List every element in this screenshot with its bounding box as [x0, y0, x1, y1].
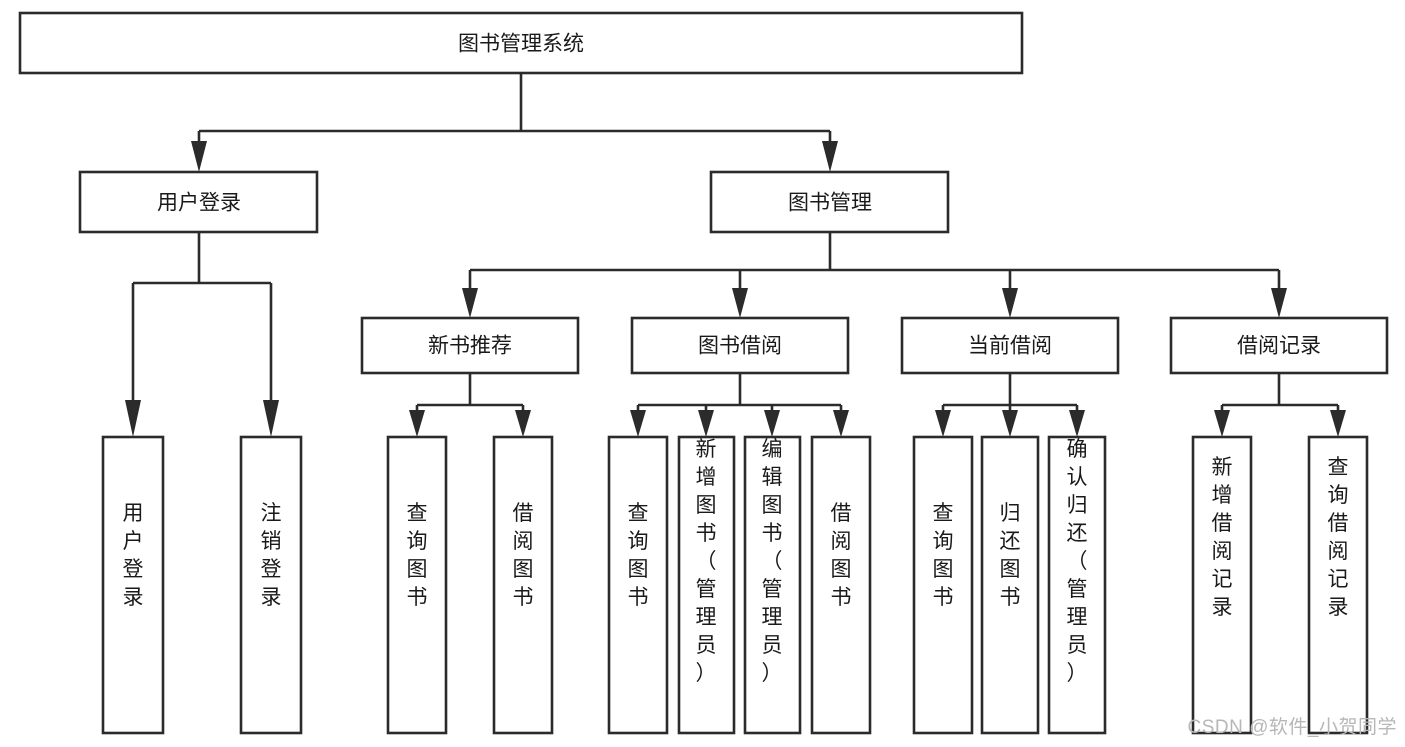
leaf-node[interactable]: 查询借阅记录 [1307, 435, 1369, 735]
borrow-record-box[interactable] [1169, 316, 1389, 375]
book-borrow-box[interactable] [630, 316, 850, 375]
leaf-box-recommend-borrow-book[interactable] [492, 435, 554, 735]
leaf-box-borrow-add-book[interactable] [677, 435, 736, 735]
leaf-box-borrow-edit-book[interactable] [743, 435, 802, 735]
leaf-box-current-confirm-return[interactable] [1047, 435, 1107, 735]
leaf-box-current-return-book[interactable] [980, 435, 1040, 735]
leaf-label-recommend-borrow-book: 借阅图书 [513, 502, 534, 609]
leaf-box-record-query[interactable] [1307, 435, 1369, 735]
leaf-node[interactable]: 查询图书 [912, 435, 974, 735]
leaf-label-borrow-edit-book: 编辑图书（管理员） [762, 438, 783, 685]
leaf-box-logout[interactable] [239, 435, 303, 735]
leaf-label-record-query: 查询借阅记录 [1328, 456, 1349, 619]
leaf-box-record-add[interactable] [1191, 435, 1253, 735]
user-login-label: 用户登录 [157, 192, 241, 215]
leaf-node[interactable]: 查询图书 [386, 435, 448, 735]
leaf-box-user-login[interactable] [101, 435, 165, 735]
arrow-current-leaf-1 [935, 410, 951, 437]
book-borrow-label: 图书借阅 [698, 335, 782, 358]
arrow-to-book-borrow [732, 288, 748, 318]
new-book-recommend-label: 新书推荐 [428, 335, 512, 358]
leaf-node[interactable]: 查询图书 [607, 435, 669, 735]
arrow-borrow-leaf-4 [833, 410, 849, 437]
arrow-recommend-leaf-2 [515, 410, 531, 437]
arrow-current-leaf-3 [1069, 410, 1085, 437]
node-borrow-record[interactable]: 借阅记录 [1169, 316, 1389, 375]
current-borrow-box[interactable] [900, 316, 1120, 375]
leaf-label-current-query-book: 查询图书 [933, 502, 954, 609]
leaf-node[interactable]: 新增图书（管理员） [677, 435, 736, 735]
leaf-label-borrow-borrow-book: 借阅图书 [831, 502, 852, 609]
leaf-box-current-query-book[interactable] [912, 435, 974, 735]
arrow-record-leaf-2 [1330, 410, 1346, 437]
arrow-borrow-leaf-2 [698, 410, 714, 437]
leaf-label-current-return-book: 归还图书 [1000, 502, 1021, 609]
current-borrow-label: 当前借阅 [968, 335, 1052, 358]
root-label: 图书管理系统 [458, 33, 584, 56]
arrow-record-leaf-1 [1214, 410, 1230, 437]
node-new-book-recommend[interactable]: 新书推荐 [360, 316, 580, 375]
leaf-label-record-add: 新增借阅记录 [1212, 456, 1233, 619]
leaf-label-borrow-add-book: 新增图书（管理员） [696, 438, 717, 685]
leaf-label-borrow-query-book: 查询图书 [628, 502, 649, 609]
arrow-borrow-leaf-3 [764, 410, 780, 437]
leaf-node[interactable]: 借阅图书 [810, 435, 872, 735]
leaf-node[interactable]: 借阅图书 [492, 435, 554, 735]
leaf-box-borrow-query-book[interactable] [607, 435, 669, 735]
arrow-to-user-login [191, 141, 207, 172]
leaf-node[interactable]: 新增借阅记录 [1191, 435, 1253, 735]
leaf-node[interactable]: 确认归还（管理员） [1047, 435, 1107, 735]
leaf-label-recommend-query-book: 查询图书 [407, 502, 428, 609]
node-book-manage[interactable]: 图书管理 [709, 170, 950, 234]
connector-layer [125, 73, 1346, 437]
arrow-current-leaf-2 [1002, 410, 1018, 437]
arrow-to-book-manage [822, 141, 838, 172]
book-manage-box[interactable] [709, 170, 950, 234]
arrow-to-leaf-logout [263, 400, 279, 437]
leaf-node[interactable]: 编辑图书（管理员） [743, 435, 802, 735]
arrow-recommend-leaf-1 [409, 410, 425, 437]
arrow-to-borrow-record [1271, 288, 1287, 318]
node-user-login[interactable]: 用户登录 [78, 170, 319, 234]
leaf-node[interactable]: 用户登录 [101, 435, 165, 735]
arrow-borrow-leaf-1 [630, 410, 646, 437]
leaf-node[interactable]: 归还图书 [980, 435, 1040, 735]
leaf-label-logout: 注销登录 [261, 502, 282, 609]
leaf-node[interactable]: 注销登录 [239, 435, 303, 735]
arrow-to-leaf-user-login [125, 400, 141, 437]
leaf-box-borrow-borrow-book[interactable] [810, 435, 872, 735]
leaf-box-recommend-query-book[interactable] [386, 435, 448, 735]
root-box[interactable] [18, 11, 1024, 75]
leaf-label-user-login: 用户登录 [123, 502, 144, 609]
user-login-box[interactable] [78, 170, 319, 234]
new-book-recommend-box[interactable] [360, 316, 580, 375]
borrow-record-label: 借阅记录 [1237, 335, 1321, 358]
book-manage-label: 图书管理 [788, 192, 872, 215]
node-book-borrow[interactable]: 图书借阅 [630, 316, 850, 375]
leaf-label-current-confirm-return: 确认归还（管理员） [1067, 438, 1088, 685]
arrow-to-current-borrow [1002, 288, 1018, 318]
node-root[interactable]: 图书管理系统 [18, 11, 1024, 75]
node-current-borrow[interactable]: 当前借阅 [900, 316, 1120, 375]
arrow-to-new-book-recommend [462, 288, 478, 318]
